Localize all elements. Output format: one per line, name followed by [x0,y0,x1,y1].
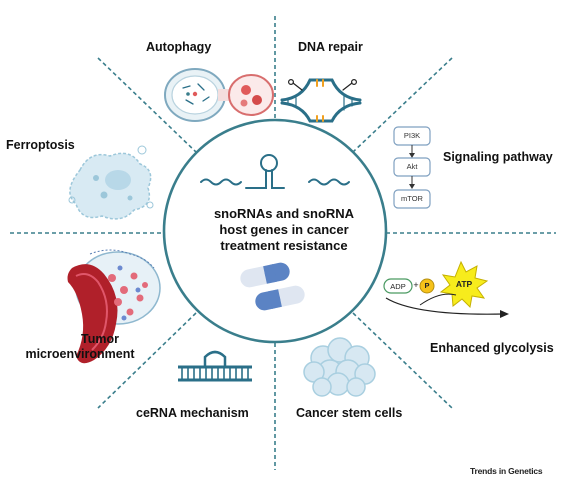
dna-repair-icon [280,78,362,123]
label-ferroptosis: Ferroptosis [6,138,75,152]
node-pi3k: PI3K [403,131,421,140]
node-akt: Akt [406,162,418,171]
scissors-right-icon [342,78,358,91]
autophagy-icon [164,68,274,122]
ferroptosis-icon [68,145,154,220]
label-enhanced-glycolysis: Enhanced glycolysis [430,341,554,355]
divider-lines [10,16,556,470]
label-cerna-mechanism: ceRNA mechanism [136,406,249,420]
label-tumor-microenvironment-line1: Tumor [81,332,119,346]
atp-label: ATP [455,279,473,289]
cerna-mechanism-icon [178,350,252,382]
divider-bottom-left [97,312,197,409]
tumor-microenvironment-icon [67,249,161,364]
scissors-left-icon [288,78,303,91]
signaling-pathway-icon [393,126,431,209]
label-autophagy: Autophagy [146,40,212,54]
center-title-line: snoRNAs and snoRNA [213,206,355,221]
node-mtor: mTOR [401,194,423,203]
label-dna-repair: DNA repair [298,40,363,54]
glycolysis-icon [383,260,509,318]
divider-top-right [352,57,453,153]
center-title-line: host genes in cancer [219,222,349,237]
adp-label: ADP [390,282,406,291]
label-cancer-stem-cells: Cancer stem cells [296,406,403,420]
label-tumor-microenvironment-line2: microenvironment [25,347,135,361]
plus-sign: + [413,280,419,290]
divider-bottom-right [352,312,453,409]
center-title-line: treatment resistance [220,238,348,253]
journal-credit: Trends in Genetics [470,466,543,476]
phosphate-label: P [424,281,430,290]
center-circle [162,118,388,344]
cancer-stem-cells-icon [303,337,376,397]
snorna-hairpin-icon [200,154,350,189]
pills-icon [240,262,305,311]
label-signaling-pathway: Signaling pathway [443,150,553,164]
divider-top-left [97,57,197,153]
center-title: snoRNAs and snoRNA host genes in cancer … [186,206,382,254]
